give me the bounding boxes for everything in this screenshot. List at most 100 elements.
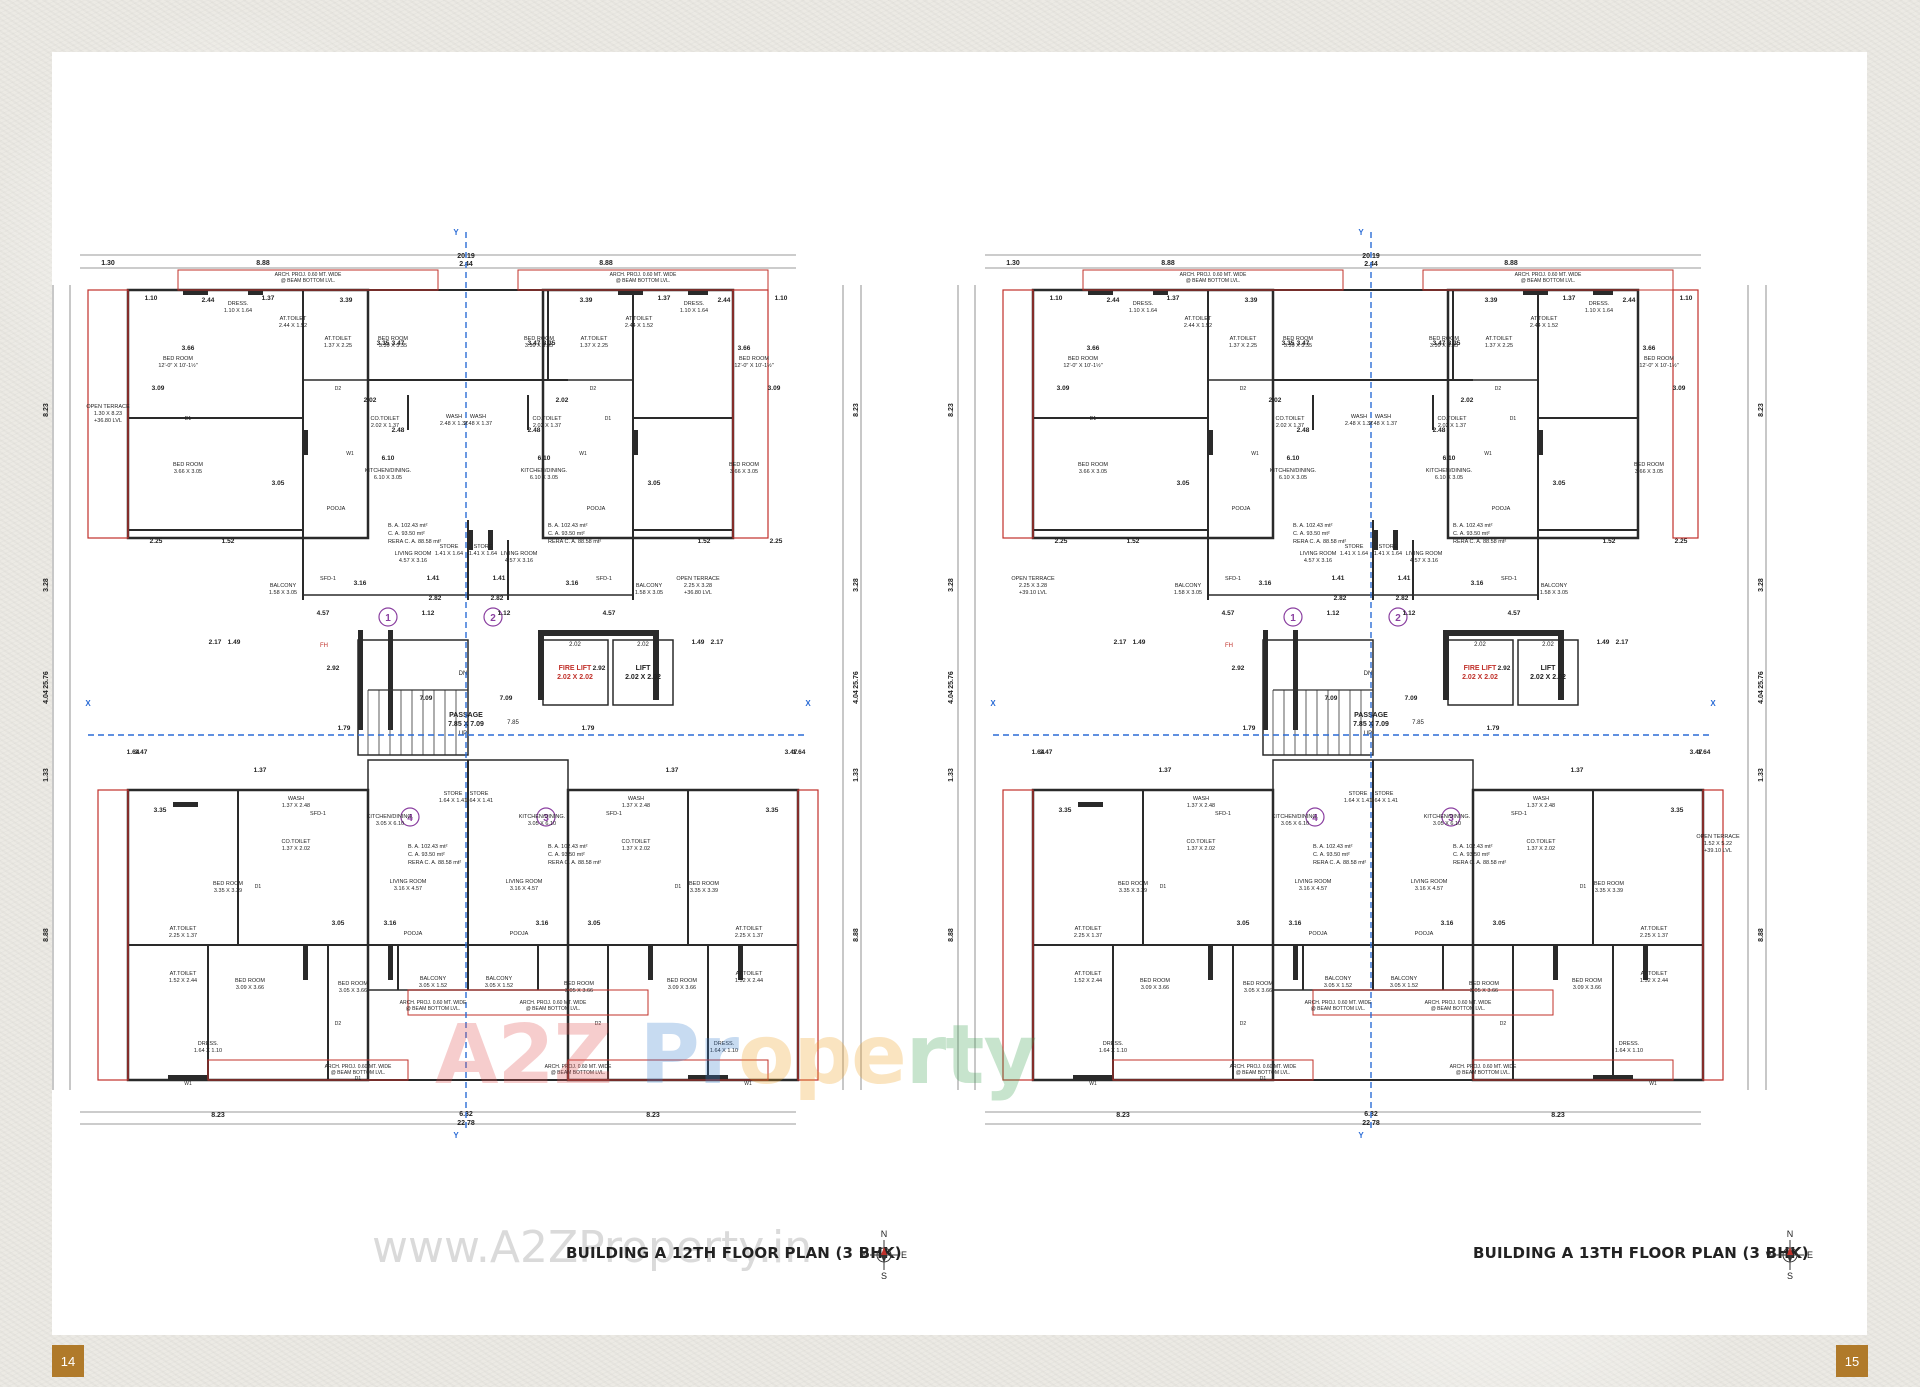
room-name: LIVING ROOM bbox=[1406, 551, 1443, 557]
wall-block bbox=[1558, 630, 1564, 700]
wall-dim: 6.10 bbox=[538, 455, 551, 462]
lift-label: LIFT bbox=[636, 665, 651, 672]
wall-dim: 3.66 bbox=[738, 345, 751, 352]
area-label: C. A. 93.50 mt² bbox=[1453, 531, 1490, 537]
wall-dim: 3.05 bbox=[332, 920, 345, 927]
wall-dim: 2.17 bbox=[209, 639, 222, 646]
arch-proj-label: ARCH. PROJ. 0.60 MT. WIDE bbox=[545, 1064, 612, 1070]
lift-width: 2.02 bbox=[569, 642, 581, 648]
room-name: DRESS. bbox=[1619, 1041, 1640, 1047]
wall-dim: 3.09 bbox=[768, 385, 781, 392]
room-name: BED ROOM bbox=[1572, 978, 1602, 984]
room-dim: 2.48 X 1.37 bbox=[1345, 421, 1373, 427]
wall-dim: 3.16 bbox=[384, 920, 397, 927]
wing-outline bbox=[1471, 788, 1705, 1082]
wall-dim: 3.16 bbox=[1471, 580, 1484, 587]
wall-dim: 2.92 bbox=[593, 665, 606, 672]
wall-dim: 3.35 bbox=[766, 807, 779, 814]
room-name: BED ROOM bbox=[689, 881, 719, 887]
dim-label: 8.23 bbox=[1551, 1112, 1565, 1119]
room-dim: 1.37 X 2.25 bbox=[324, 343, 352, 349]
wall-dim: 1.41 bbox=[1332, 575, 1345, 582]
wall-dim: 3.09 bbox=[1057, 385, 1070, 392]
wall-dim: 3.05 bbox=[1237, 920, 1250, 927]
arch-proj-label: ARCH. PROJ. 0.60 MT. WIDE bbox=[400, 1000, 467, 1006]
room-dim: 4.57 X 3.16 bbox=[1304, 558, 1332, 564]
wall-dim: 3.47 bbox=[392, 340, 405, 347]
arch-proj-label: ARCH. PROJ. 0.60 MT. WIDE bbox=[1180, 272, 1247, 278]
wall-dim: 3.35 bbox=[154, 807, 167, 814]
compass-n-label: N bbox=[1787, 1229, 1794, 1239]
room-name: BALCONY bbox=[270, 583, 297, 589]
wall-dim: 3.09 bbox=[152, 385, 165, 392]
wall-block bbox=[688, 1075, 728, 1080]
railing bbox=[87, 289, 129, 539]
wall-dim: 3.09 bbox=[1673, 385, 1686, 392]
wall-block bbox=[468, 530, 473, 550]
wall-dim: 1.79 bbox=[1243, 725, 1256, 732]
room-dim: 6.10 X 3.05 bbox=[1279, 475, 1307, 481]
dim-label: 25.76 bbox=[1758, 671, 1765, 689]
room-name: BED ROOM bbox=[1469, 981, 1499, 987]
watermark-letter: o bbox=[738, 1008, 794, 1103]
door-label: D2 bbox=[1500, 1021, 1507, 1027]
wall-dim: 7.09 bbox=[420, 695, 433, 702]
wall-block bbox=[1293, 630, 1298, 730]
room-name: AT.TOILET bbox=[325, 336, 352, 342]
room-dim: 1.58 X 3.05 bbox=[635, 590, 663, 596]
page-number-right: 15 bbox=[1836, 1345, 1868, 1377]
wall-dim: 2.82 bbox=[491, 595, 504, 602]
room-name: WASH bbox=[1351, 414, 1367, 420]
staircase bbox=[357, 639, 469, 756]
wall-dim: 3.66 bbox=[1087, 345, 1100, 352]
room-name: CO.TOILET bbox=[533, 416, 563, 422]
area-label: B. A. 102.43 mt² bbox=[1453, 523, 1493, 529]
arch-proj-label: @ BEAM BOTTOM LVL. bbox=[1186, 278, 1241, 284]
room-dim: 1.37 X 2.25 bbox=[1229, 343, 1257, 349]
wall-dim: 1.79 bbox=[338, 725, 351, 732]
room-name: AT.TOILET bbox=[736, 926, 763, 932]
room-dim: 2.44 X 1.52 bbox=[625, 323, 653, 329]
wall-block bbox=[1538, 430, 1543, 455]
room-dim: 2.44 X 1.52 bbox=[279, 323, 307, 329]
room-dim: 3.05 X 6.10 bbox=[528, 821, 556, 827]
wall-dim: 1.79 bbox=[582, 725, 595, 732]
wall-dim: 1.12 bbox=[1327, 610, 1340, 617]
room-name: SFD-1 bbox=[1215, 811, 1231, 817]
door-label: D1 bbox=[1260, 1076, 1267, 1082]
room-name: DRESS. bbox=[198, 1041, 219, 1047]
door-label: W1 bbox=[346, 451, 354, 457]
arch-proj-label: ARCH. PROJ. 0.60 MT. WIDE bbox=[325, 1064, 392, 1070]
wall-dim: 3.39 bbox=[340, 297, 353, 304]
wall-block bbox=[1593, 290, 1613, 295]
room-dim: 1.10 X 1.64 bbox=[680, 308, 708, 314]
open-terrace-level: +39.10 LVL bbox=[1704, 848, 1732, 854]
wall-dim: 1.37 bbox=[1159, 767, 1172, 774]
room-name: BED ROOM bbox=[163, 356, 193, 362]
wing-outline bbox=[1272, 289, 1454, 381]
wall-dim: 1.12 bbox=[422, 610, 435, 617]
staircase bbox=[1262, 639, 1374, 756]
room-dim: 1.37 X 2.02 bbox=[282, 846, 310, 852]
lift-width: 2.02 bbox=[1474, 642, 1486, 648]
room-name: BED ROOM bbox=[1634, 462, 1664, 468]
flat-number: 2 bbox=[490, 613, 496, 624]
wall-dim: 3.35 bbox=[1059, 807, 1072, 814]
compass-s-label: S bbox=[881, 1271, 887, 1280]
room-dim: 3.09 X 3.66 bbox=[236, 985, 264, 991]
wall-dim: 1.64 bbox=[1032, 749, 1045, 756]
wall-dim: 3.16 bbox=[536, 920, 549, 927]
arch-projection bbox=[1082, 269, 1344, 291]
arch-projection bbox=[1422, 269, 1674, 291]
wall-dim: 1.64 bbox=[793, 749, 806, 756]
room-dim: 3.05 X 1.52 bbox=[419, 983, 447, 989]
open-terrace-level: +36.80 LVL bbox=[94, 418, 122, 424]
room-name: BED ROOM bbox=[1594, 881, 1624, 887]
watermark-letter: r bbox=[698, 1008, 739, 1103]
room-dim: 2.44 X 1.52 bbox=[1184, 323, 1212, 329]
passage-width: 7.85 bbox=[507, 720, 519, 726]
room-dim: 3.05 X 6.10 bbox=[1281, 821, 1309, 827]
room-dim: 3.39 X 3.35 bbox=[1284, 343, 1312, 349]
dim-label: 3.28 bbox=[43, 578, 50, 592]
room-name: LIVING ROOM bbox=[1295, 879, 1332, 885]
